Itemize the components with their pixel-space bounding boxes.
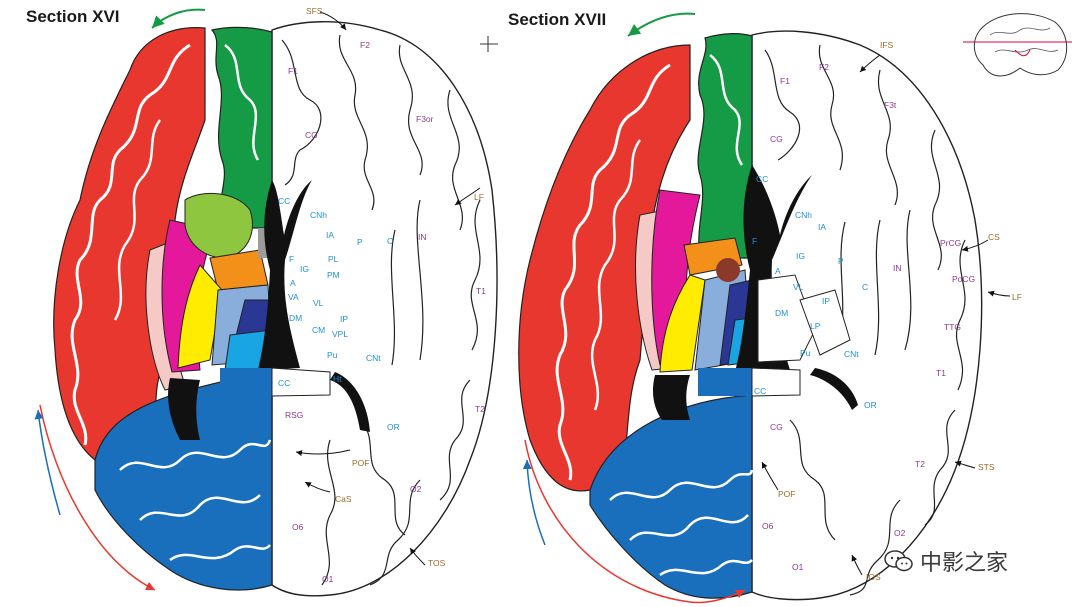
label-sfs: SFS — [306, 6, 323, 16]
label-c: C — [387, 236, 393, 246]
label-ig-r: IG — [796, 251, 805, 261]
section-title-xvii: Section XVII — [508, 10, 607, 29]
label-o6-r: O6 — [762, 521, 774, 531]
label-f-r: F — [752, 236, 757, 246]
dark-red-nucleus-xvii — [716, 258, 740, 282]
yellow-region-xvi — [177, 264, 223, 369]
label-sts: STS — [978, 462, 995, 472]
label-t1: T1 — [476, 286, 486, 296]
label-vl: VL — [313, 298, 324, 308]
label-ifs: IFS — [880, 40, 894, 50]
section-title-xvi: Section XVI — [26, 7, 120, 26]
label-pof-r: POF — [778, 489, 795, 499]
label-pocg: PoCG — [952, 274, 975, 284]
label-cs: CS — [988, 232, 1000, 242]
label-p-r: P — [838, 256, 844, 266]
label-cg-r: CG — [770, 134, 783, 144]
section-xvi-figure — [34, 8, 498, 597]
label-or-r: OR — [864, 400, 877, 410]
label-vpl: VPL — [332, 329, 348, 339]
label-f2: F2 — [360, 40, 370, 50]
label-ht: Ht — [333, 374, 342, 384]
label-p: P — [357, 237, 363, 247]
label-pl: PL — [328, 254, 339, 264]
label-ia-r: IA — [818, 222, 826, 232]
label-vl-r: VL — [793, 282, 804, 292]
right-hemisphere-outline-xvii — [751, 30, 983, 601]
label-cg-low-r: CG — [770, 422, 783, 432]
label-cas: CaS — [335, 494, 352, 504]
label-a: A — [290, 278, 296, 288]
watermark: 中影之家 — [884, 545, 1008, 577]
wechat-icon — [884, 550, 913, 572]
occipital-cortex-blue-xvii — [589, 394, 753, 599]
label-lf-r: LF — [1012, 292, 1022, 302]
label-o1: O1 — [322, 574, 334, 584]
label-ip-r: IP — [822, 296, 830, 306]
occipital-cortex-blue-xvi — [94, 369, 273, 591]
label-f1-r: F1 — [780, 76, 790, 86]
label-pm: PM — [327, 270, 340, 280]
label-rsg: RSG — [285, 410, 303, 420]
label-pu: Pu — [327, 350, 338, 360]
label-cc-top: CC — [278, 196, 290, 206]
light-green-region-xvi — [184, 192, 253, 259]
label-cnh-r: CNh — [795, 210, 812, 220]
section-xvii-figure — [518, 12, 1072, 604]
label-c-r: C — [862, 282, 868, 292]
label-pof: POF — [352, 458, 369, 468]
ventricle-black-xvii — [735, 165, 812, 372]
label-va: VA — [288, 292, 299, 302]
label-f1: F1 — [288, 66, 298, 76]
label-cc-top-r: CC — [756, 174, 768, 184]
label-o6: O6 — [292, 522, 304, 532]
label-pu-r: Pu — [800, 348, 811, 358]
label-o2: O2 — [410, 484, 422, 494]
label-f-left: F — [289, 254, 294, 264]
label-f2-r: F2 — [819, 62, 829, 72]
label-f3t: F3t — [884, 100, 897, 110]
label-cc-bot-r: CC — [754, 386, 766, 396]
watermark-text: 中影之家 — [920, 551, 1009, 576]
label-dm-r: DM — [775, 308, 788, 318]
label-dm: DM — [289, 313, 302, 323]
right-hemisphere-outline-xvi — [271, 21, 498, 597]
label-cnt: CNt — [366, 353, 381, 363]
label-cnt-r: CNt — [844, 349, 859, 359]
label-cc-bot: CC — [278, 378, 290, 388]
label-in: IN — [418, 232, 427, 242]
label-cg: CG — [305, 130, 318, 140]
label-ig: IG — [300, 264, 309, 274]
label-t2: T2 — [475, 404, 485, 414]
medial-frontal-green-xvi — [210, 26, 273, 229]
label-lf: LF — [474, 192, 484, 202]
label-t1-r: T1 — [936, 368, 946, 378]
label-cnh: CNh — [310, 210, 327, 220]
yellow-region-xvii — [659, 274, 706, 373]
label-ia: IA — [326, 230, 334, 240]
label-ttg: TTG — [944, 322, 961, 332]
label-in-r: IN — [893, 263, 902, 273]
label-tos: TOS — [428, 558, 446, 568]
label-ios: IOS — [866, 572, 881, 582]
label-cm: CM — [312, 325, 325, 335]
label-or: OR — [387, 422, 400, 432]
label-o1-r: O1 — [792, 562, 804, 572]
label-o2-r: O2 — [894, 528, 906, 538]
label-ip: IP — [340, 314, 348, 324]
inset-brain-orientation — [963, 13, 1072, 77]
medial-frontal-green-xvii — [697, 33, 753, 259]
label-a-r: A — [775, 266, 781, 276]
ventricle-black-xvi — [258, 180, 312, 370]
label-prcg: PrCG — [940, 238, 961, 248]
label-t2-r: T2 — [915, 459, 925, 469]
label-f3or: F3or — [416, 114, 434, 124]
label-lp: LP — [810, 321, 821, 331]
